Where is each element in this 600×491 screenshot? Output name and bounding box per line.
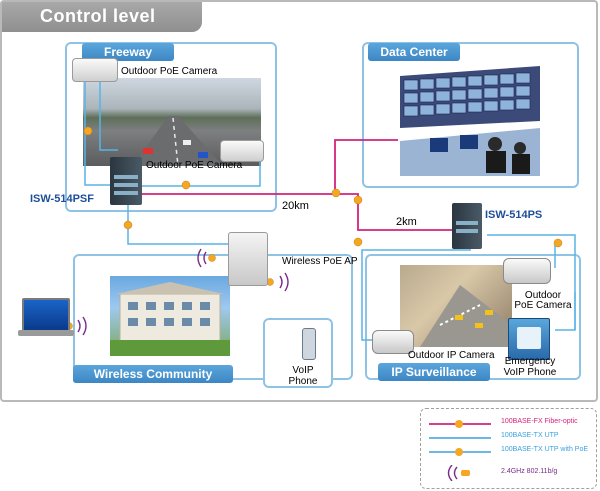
legend-text-fiber: 100BASE-FX Fiber-optic <box>501 418 578 425</box>
emergency-phone-label-line1: Emergency <box>504 356 556 367</box>
utp-link-camera2 <box>142 160 261 187</box>
panel-label-wireless-community: Wireless Community <box>73 365 233 383</box>
panel-label-data-center: Data Center <box>368 43 460 61</box>
wireless-ap-label: Wireless PoE AP <box>282 256 358 267</box>
isw514ps-label: ISW-514PS <box>485 209 543 221</box>
freeway-road-lines <box>133 116 223 167</box>
building-graphic <box>110 282 230 356</box>
operator-icon <box>514 142 526 154</box>
distance-2km: 2km <box>396 216 417 228</box>
utp-link-ap <box>127 205 230 245</box>
data-center-photo <box>400 66 540 176</box>
utp-line-icon <box>429 437 491 439</box>
distance-20km: 20km <box>282 200 309 212</box>
panel-label-freeway: Freeway <box>82 43 174 61</box>
car-icon <box>198 152 208 158</box>
panel-label-ip-surveillance: IP Surveillance <box>378 363 490 381</box>
monitor-icon <box>430 138 448 152</box>
emergency-phone-label-line2: VoIP Phone <box>503 367 557 378</box>
voip-phone-box <box>263 318 333 388</box>
legend-item-fiber: 100BASE-FX Fiber-optic <box>429 417 594 431</box>
wireless-ap-icon <box>228 232 268 286</box>
car-icon <box>183 140 191 145</box>
utp-poe-line-icon <box>429 448 491 456</box>
legend-item-wireless: 2.4GHz 802.11b/g <box>429 464 594 482</box>
legend-item-utp: 100BASE-TX UTP <box>429 431 594 445</box>
voip-label-line1: VoIP <box>292 365 314 376</box>
outdoor-camera-1-label: Outdoor PoE Camera <box>121 66 218 77</box>
fiber-line-icon <box>429 420 491 428</box>
outdoor-camera-3-label-line2: PoE Camera <box>514 300 572 311</box>
isw514ps-switch-icon <box>452 203 482 249</box>
utp-link-outdoor-camera <box>487 234 576 331</box>
utp-link-camera1-b <box>99 82 118 151</box>
outdoor-camera-3-icon <box>503 258 551 284</box>
legend-text-utp-poe: 100BASE-TX UTP with PoE <box>501 446 589 453</box>
voip-phone-icon <box>302 328 316 360</box>
car-icon <box>143 148 153 154</box>
title-tab: Control level <box>2 2 202 32</box>
emergency-phone-icon <box>508 318 550 360</box>
isw514psf-switch-icon <box>110 157 142 205</box>
outdoor-camera-2-label: Outdoor PoE Camera <box>146 160 243 171</box>
isw514psf-label: ISW-514PSF <box>30 193 94 205</box>
outdoor-camera-1-icon <box>72 58 118 82</box>
fiber-link-datacenter <box>142 139 398 195</box>
voip-label-line2: Phone <box>288 376 318 387</box>
operator-icon <box>488 137 502 151</box>
laptop-icon <box>22 298 70 332</box>
apartment-photo <box>110 276 230 356</box>
outdoor-camera-3-label-line1: Outdoor <box>524 290 562 301</box>
taxi-icon <box>455 315 463 320</box>
taxi-icon <box>485 310 493 315</box>
panel-data-center <box>362 42 579 188</box>
taxi-icon <box>475 323 483 328</box>
utp-link-camera1 <box>84 82 110 186</box>
page-title: Control level <box>40 6 156 26</box>
legend-text-wireless: 2.4GHz 802.11b/g <box>501 468 558 475</box>
legend: 100BASE-FX Fiber-optic 100BASE-TX UTP 10… <box>420 408 597 489</box>
wifi-legend-icon <box>447 464 470 482</box>
outdoor-ip-camera-label: Outdoor IP Camera <box>408 350 495 361</box>
legend-text-utp: 100BASE-TX UTP <box>501 432 559 439</box>
fiber-link-isw514ps <box>335 193 452 231</box>
video-wall-graphic <box>400 66 540 176</box>
monitor-icon <box>460 135 478 149</box>
outdoor-ip-camera-icon <box>372 330 414 354</box>
street-photo <box>400 265 512 347</box>
outdoor-camera-2-icon <box>220 140 264 162</box>
laptop-base-icon <box>18 330 74 336</box>
legend-item-utp-poe: 100BASE-TX UTP with PoE <box>429 445 594 459</box>
intersection-graphic <box>420 285 512 347</box>
